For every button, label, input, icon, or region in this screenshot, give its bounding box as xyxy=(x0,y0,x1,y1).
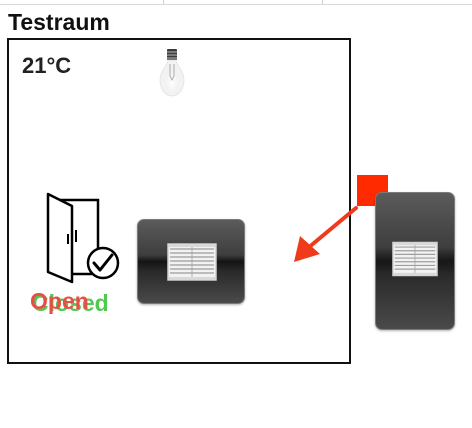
window-blinds-icon xyxy=(167,243,217,281)
door-status-open: Open xyxy=(30,288,89,314)
blinds-tile-button[interactable] xyxy=(137,219,245,304)
room-title: Testraum xyxy=(8,9,110,35)
top-edge-divider xyxy=(0,0,472,5)
door-open-check-icon[interactable] xyxy=(42,192,122,284)
light-bulb-icon[interactable] xyxy=(154,46,190,102)
arrow-down-left-icon xyxy=(294,206,358,262)
temperature-value: 21°C xyxy=(22,53,72,78)
door-status-label: Closed Open xyxy=(30,286,130,316)
window-blinds-icon xyxy=(392,241,438,277)
blinds-tile-dragged[interactable] xyxy=(375,192,455,330)
door-status-closed: Closed xyxy=(32,290,109,316)
